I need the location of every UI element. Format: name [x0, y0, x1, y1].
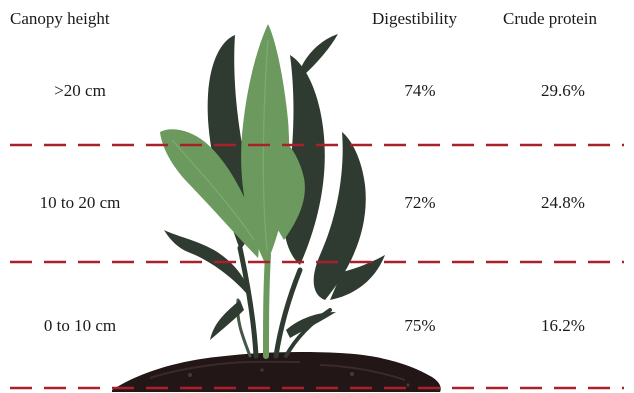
plant-stems [238, 248, 330, 356]
row-crude-protein-value: 16.2% [518, 316, 608, 336]
row-crude-protein-value: 24.8% [518, 193, 608, 213]
row-digestibility-value: 75% [375, 316, 465, 336]
header-digestibility: Digestibility [372, 9, 457, 29]
row-crude-protein-value: 29.6% [518, 81, 608, 101]
row-height-label: 10 to 20 cm [0, 193, 160, 213]
row-height-label: 0 to 10 cm [0, 316, 160, 336]
row-digestibility-value: 72% [375, 193, 465, 213]
header-crude-protein: Crude protein [503, 9, 597, 29]
header-canopy-height: Canopy height [10, 9, 110, 29]
row-digestibility-value: 74% [375, 81, 465, 101]
row-height-label: >20 cm [0, 81, 160, 101]
